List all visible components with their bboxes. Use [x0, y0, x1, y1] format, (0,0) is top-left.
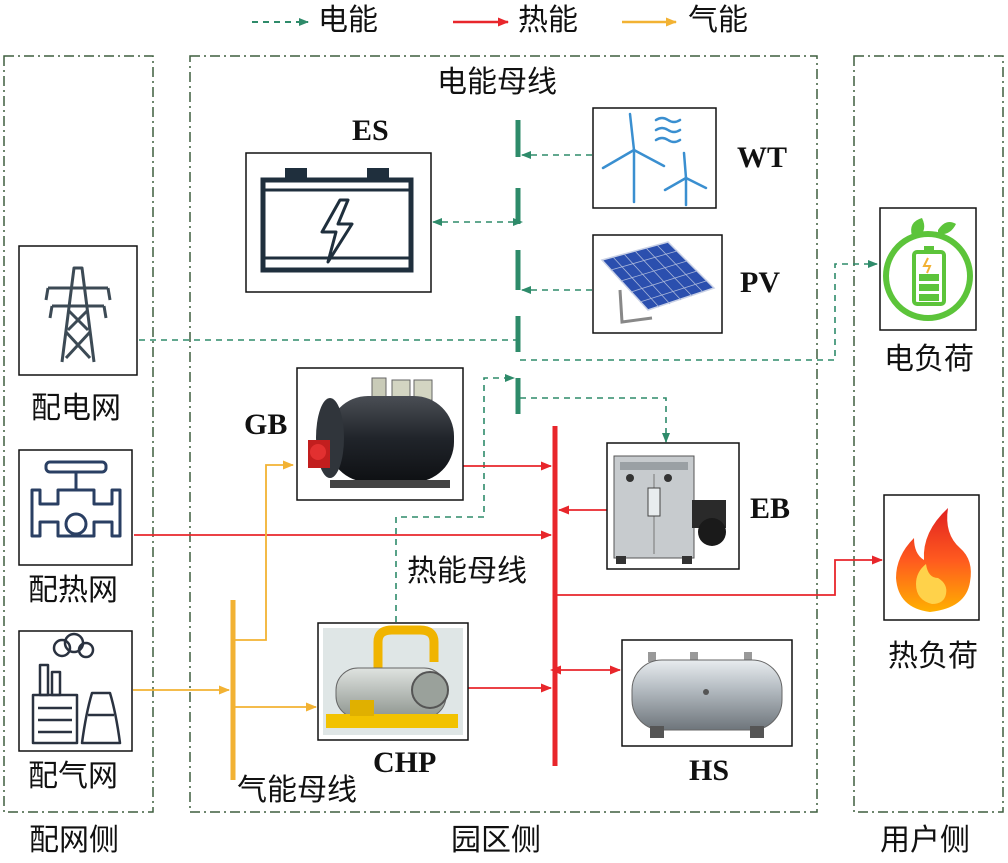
hs-label: HS	[689, 754, 730, 787]
pv-label: PV	[740, 266, 780, 299]
flame-icon	[883, 494, 980, 621]
park-side-label: 园区侧	[451, 823, 541, 858]
valve-icon	[18, 449, 133, 566]
wind-turbine-icon	[592, 107, 717, 209]
legend-electric-label: 电能	[318, 3, 378, 38]
heat-storage-tank-icon	[621, 639, 793, 747]
electric-load-label: 电负荷	[884, 342, 974, 377]
pv-panel-icon	[592, 234, 723, 334]
flow-heat-bus-to-heat-load	[557, 555, 883, 596]
es-battery-icon	[245, 152, 432, 293]
user-side-label: 用户侧	[880, 823, 970, 858]
user-side-frame	[853, 55, 1004, 813]
flow-bus-to-electric-load	[520, 260, 878, 361]
park-side-frame	[189, 55, 818, 813]
flow-gas-bus-to-gb	[235, 460, 294, 641]
power-tower-icon	[18, 245, 138, 376]
electric-bus-label: 电能母线	[437, 65, 557, 100]
flow-bus-to-eb	[520, 397, 670, 443]
chp-unit-icon	[317, 622, 469, 741]
electric-boiler-icon	[606, 442, 740, 570]
gas-grid-label: 配气网	[28, 759, 118, 794]
factory-icon	[18, 630, 133, 752]
wt-label: WT	[737, 141, 788, 174]
legend-heat-label: 热能	[518, 3, 578, 38]
flow-chp-to-bus	[395, 374, 515, 622]
heat-bus-label: 热能母线	[407, 554, 527, 589]
battery-leaf-icon	[879, 207, 977, 331]
legend-gas-label: 气能	[688, 3, 748, 38]
power-grid-label: 配电网	[31, 391, 121, 426]
eb-label: EB	[750, 492, 791, 525]
chp-label: CHP	[373, 746, 437, 779]
gas-bus-label: 气能母线	[237, 773, 357, 808]
grid-side-label: 配网侧	[29, 823, 119, 858]
gb-label: GB	[244, 408, 288, 441]
heat-grid-label: 配热网	[28, 573, 118, 608]
es-label: ES	[352, 114, 389, 147]
heat-load-label: 热负荷	[888, 639, 978, 674]
grid-side-frame	[3, 55, 154, 813]
gas-boiler-icon	[296, 367, 464, 501]
